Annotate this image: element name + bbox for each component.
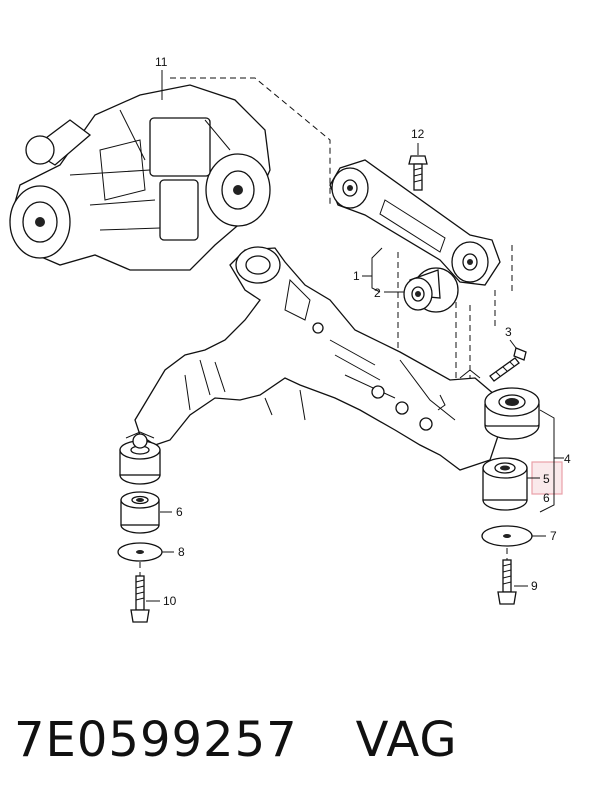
callout-10: 10 [163, 594, 177, 608]
left-lower-bushing-6 [120, 491, 160, 534]
callout-11: 11 [155, 55, 168, 69]
callout-3: 3 [505, 325, 512, 339]
right-upper-bushing [484, 387, 540, 440]
bolt-10 [130, 575, 150, 623]
callout-5: 5 [543, 472, 550, 486]
footer-caption: 7E0599257 VAG [14, 712, 458, 782]
bolt-9 [497, 559, 517, 605]
callout-1: 1 [353, 269, 360, 283]
brand-name: VAG [355, 712, 458, 768]
bushing-2 [403, 267, 459, 313]
callout-6-right: 6 [543, 491, 550, 505]
bolt-3 [489, 347, 527, 382]
part-number: 7E0599257 [14, 712, 298, 768]
callout-7: 7 [550, 529, 557, 543]
washer-7 [481, 525, 533, 547]
rear-subframe [134, 246, 501, 471]
callout-2: 2 [374, 286, 381, 300]
callout-6-left: 6 [176, 505, 183, 519]
callout-12: 12 [411, 127, 425, 141]
callout-4: 4 [564, 452, 571, 466]
bolt-12 [408, 143, 428, 191]
callout-8: 8 [178, 545, 185, 559]
callout-9: 9 [531, 579, 538, 593]
rear-differential-unit [9, 84, 271, 271]
right-lower-bushing [482, 457, 528, 511]
washer-8 [117, 542, 163, 562]
torque-arm [329, 159, 501, 286]
left-upper-bushing [119, 431, 161, 485]
